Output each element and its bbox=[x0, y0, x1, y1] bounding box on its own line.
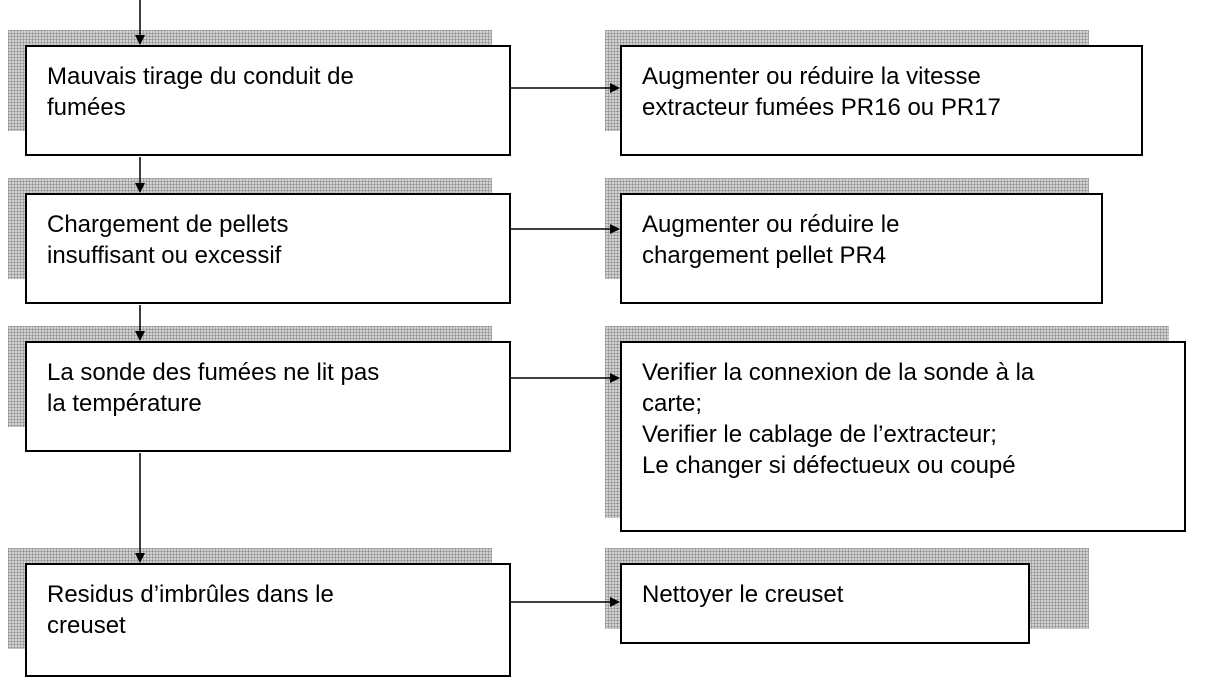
cause-box-3: La sonde des fumées ne lit pas la tempér… bbox=[25, 341, 511, 452]
cause-text-2: Chargement de pellets insuffisant ou exc… bbox=[47, 211, 289, 269]
remedy-box-4: Nettoyer le creuset bbox=[620, 563, 1030, 644]
cause-box-2: Chargement de pellets insuffisant ou exc… bbox=[25, 193, 511, 304]
cause-text-3: La sonde des fumées ne lit pas la tempér… bbox=[47, 359, 380, 417]
remedy-box-2: Augmenter ou réduire le chargement pelle… bbox=[620, 193, 1103, 304]
cause-text-1: Mauvais tirage du conduit de fumées bbox=[47, 63, 354, 121]
remedy-box-3: Verifier la connexion de la sonde à la c… bbox=[620, 341, 1186, 532]
cause-box-1: Mauvais tirage du conduit de fumées bbox=[25, 45, 511, 156]
remedy-text-1: Augmenter ou réduire la vitesse extracte… bbox=[642, 63, 1001, 121]
cause-text-4: Residus d’imbrûles dans le creuset bbox=[47, 581, 334, 639]
remedy-text-3: Verifier la connexion de la sonde à la c… bbox=[642, 359, 1035, 479]
cause-box-4: Residus d’imbrûles dans le creuset bbox=[25, 563, 511, 677]
remedy-text-4: Nettoyer le creuset bbox=[642, 581, 844, 608]
remedy-box-1: Augmenter ou réduire la vitesse extracte… bbox=[620, 45, 1143, 156]
remedy-text-2: Augmenter ou réduire le chargement pelle… bbox=[642, 211, 900, 269]
